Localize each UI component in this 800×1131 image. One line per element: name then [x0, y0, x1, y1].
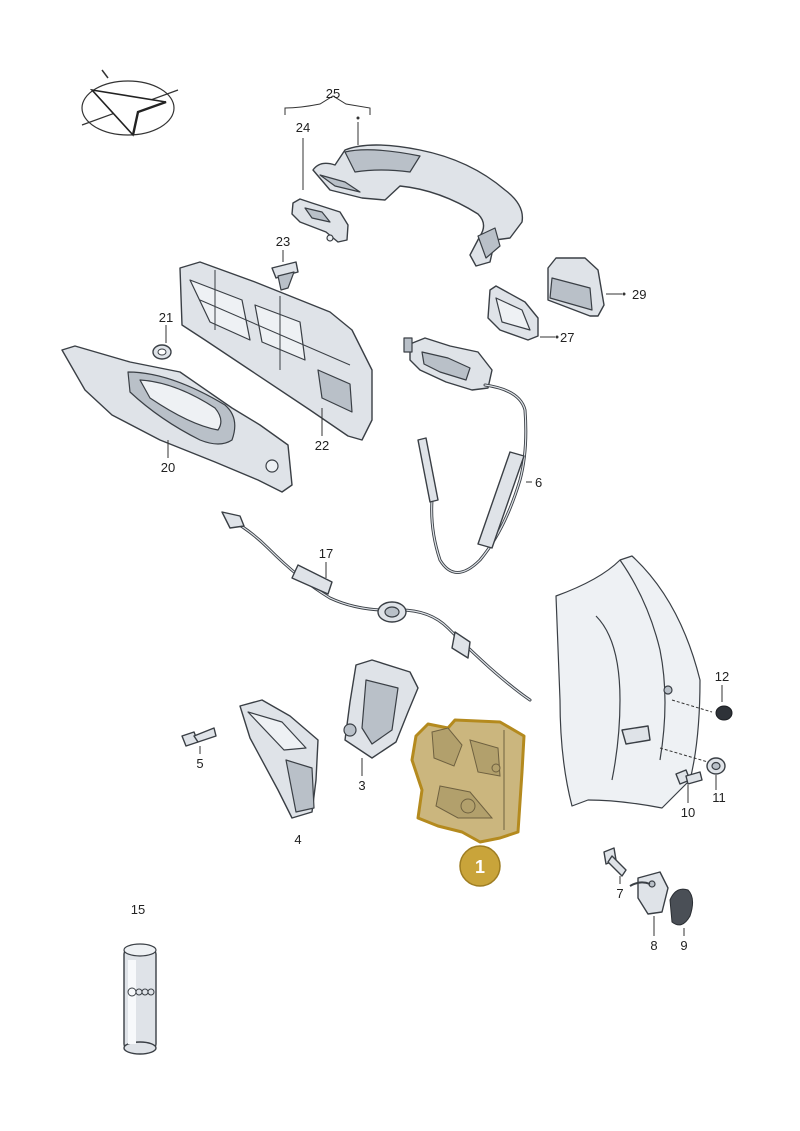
- callout-27: 27: [560, 330, 574, 345]
- lock-cover-4: [239, 699, 319, 819]
- callout-10: 10: [681, 805, 695, 820]
- screw-5: [181, 727, 217, 754]
- outer-door-handle: [312, 144, 524, 267]
- callout-4: 4: [294, 832, 301, 847]
- callout-1: 1: [475, 857, 485, 877]
- bowden-cable-17: [221, 511, 532, 702]
- bowden-cable-6: [403, 337, 532, 574]
- bolt-23: [271, 250, 299, 291]
- callout-29: 29: [632, 287, 646, 302]
- gasket-27: [487, 285, 559, 341]
- shim-9: [669, 888, 694, 936]
- grommet-21: [152, 325, 172, 360]
- nut-11: [706, 757, 726, 790]
- lock-bracket-3: [343, 659, 419, 776]
- callout-8: 8: [650, 938, 657, 953]
- callout-12: 12: [715, 669, 729, 684]
- callout-17: 17: [319, 546, 333, 561]
- callout-23: 23: [276, 234, 290, 249]
- plug-12: [715, 685, 733, 721]
- screw-7: [603, 847, 627, 884]
- callout-21: 21: [159, 310, 173, 325]
- brand-logo-icon: [127, 987, 155, 997]
- door-frame: [555, 555, 713, 809]
- lubricant-tube-15: [123, 943, 157, 1055]
- callout-7: 7: [616, 886, 623, 901]
- outer-handle-bracket: [284, 95, 371, 190]
- callout-9: 9: [680, 938, 687, 953]
- highlight-badge: [459, 845, 501, 887]
- orientation-arrow-icon: [81, 69, 179, 137]
- handle-cap-29: [547, 257, 626, 317]
- callout-24: 24: [296, 120, 310, 135]
- inner-handle-20: [61, 345, 293, 493]
- callout-11: 11: [712, 790, 726, 805]
- callout-20: 20: [161, 460, 175, 475]
- callout-3: 3: [358, 778, 365, 793]
- callout-25: 25: [326, 86, 340, 101]
- handle-carrier-22: [179, 261, 373, 441]
- striker-8: [629, 871, 669, 936]
- bolt-10: [675, 769, 703, 803]
- handle-trim-piece: [291, 198, 349, 243]
- callout-5: 5: [196, 756, 203, 771]
- callout-15: 15: [131, 902, 145, 917]
- callout-22: 22: [315, 438, 329, 453]
- callout-6: 6: [535, 475, 542, 490]
- door-lock-1: [410, 718, 526, 844]
